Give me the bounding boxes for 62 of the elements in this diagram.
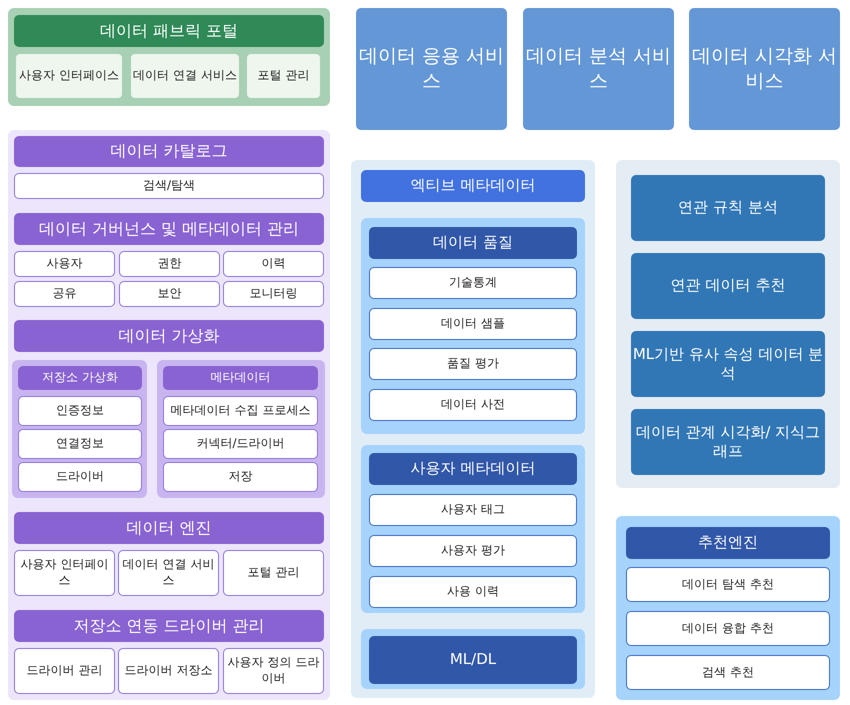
subgroup-panel [12, 360, 147, 498]
function-tile: ML기반 유사 속성 데이터 분석 [631, 331, 825, 397]
function-tile: 데이터 관계 시각화/ 지식그래프 [631, 409, 825, 475]
component-card: 데이터 연결 서비스 [118, 550, 219, 596]
group-panel [351, 160, 595, 698]
service-tile: 데이터 시각화 서비스 [689, 8, 840, 130]
section-header-bar: 데이터 품질 [369, 227, 577, 259]
component-card: 데이터 융합 추천 [626, 611, 830, 646]
component-card: 데이터 사전 [369, 389, 577, 421]
component-card: 데이터 탐색 추천 [626, 567, 830, 602]
section-header-bar: 저장소 가상화 [18, 366, 142, 390]
component-card: 연결정보 [18, 429, 142, 459]
component-card: 공유 [14, 281, 115, 307]
component-card: 사용자 평가 [369, 535, 577, 567]
component-card: 커넥터/드라이버 [163, 429, 318, 459]
component-card: 기술통계 [369, 267, 577, 299]
function-tile: 연관 규칙 분석 [631, 175, 825, 241]
section-header-bar: 데이터 카탈로그 [14, 136, 324, 167]
section-header-bar: 사용자 메타데이터 [369, 453, 577, 485]
component-card: 메타데이터 수집 프로세스 [163, 396, 318, 426]
section-header-bar: 엑티브 메타데이터 [361, 170, 585, 202]
group-panel [616, 160, 840, 488]
group-panel [8, 130, 330, 700]
group-panel [8, 8, 330, 106]
component-card: 사용자 태그 [369, 494, 577, 526]
component-card: 사용 이력 [369, 576, 577, 608]
component-card: 데이터 샘플 [369, 308, 577, 340]
component-card: 드라이버 저장소 [118, 648, 219, 694]
component-card: 사용자 [14, 251, 115, 277]
subgroup-panel [361, 445, 585, 613]
section-header-bar: 저장소 연동 드라이버 관리 [14, 610, 324, 642]
component-card: 이력 [223, 251, 324, 277]
component-card: 인증정보 [18, 396, 142, 426]
section-header-bar: 데이터 엔진 [14, 512, 324, 544]
component-card: 권한 [119, 251, 220, 277]
service-tile: 데이터 응용 서비스 [356, 8, 507, 130]
subgroup-panel [361, 629, 585, 689]
subgroup-panel [616, 516, 840, 700]
section-header-bar: 추천엔진 [626, 527, 830, 559]
component-card: 품질 평가 [369, 348, 577, 380]
component-card: 검색/탐색 [14, 173, 324, 199]
subgroup-panel [157, 360, 325, 498]
component-card: 드라이버 [18, 462, 142, 492]
section-header-bar: ML/DL [369, 636, 577, 684]
component-card: 포털 관리 [223, 550, 324, 596]
component-card: 보안 [119, 281, 220, 307]
subgroup-panel [361, 218, 585, 434]
function-tile: 연관 데이터 추천 [631, 253, 825, 319]
component-card: 데이터 연결 서비스 [130, 53, 240, 99]
service-tile: 데이터 분석 서비스 [523, 8, 674, 130]
section-header-bar: 데이터 가상화 [14, 320, 324, 352]
component-card: 모니터링 [223, 281, 324, 307]
component-card: 사용자 정의 드라이버 [223, 648, 324, 694]
component-card: 저장 [163, 462, 318, 492]
component-card: 포털 관리 [246, 53, 321, 99]
component-card: 검색 추천 [626, 655, 830, 690]
section-header-bar: 데이터 패브릭 포털 [14, 15, 324, 47]
section-header-bar: 데이터 거버넌스 및 메타데이터 관리 [14, 213, 324, 245]
component-card: 사용자 인터페이스 [15, 53, 123, 99]
section-header-bar: 메타데이터 [163, 366, 318, 390]
component-card: 사용자 인터페이스 [14, 550, 115, 596]
component-card: 드라이버 관리 [14, 648, 115, 694]
